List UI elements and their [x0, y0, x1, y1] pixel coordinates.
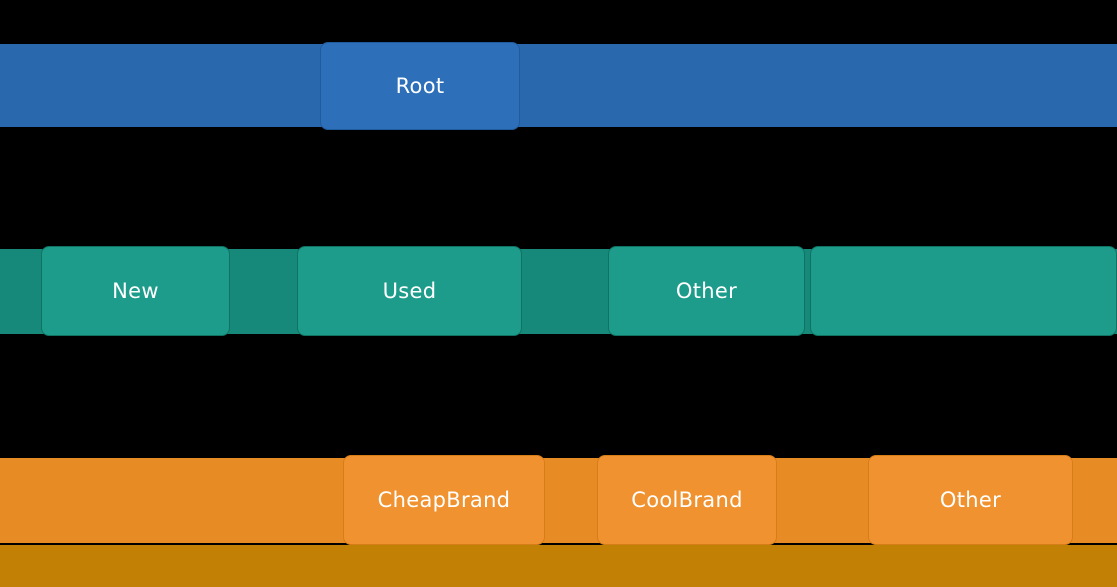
node-coolbrand-l3[interactable]: CoolBrand	[597, 455, 777, 545]
node-label: Used	[382, 279, 437, 303]
node-label: Other	[675, 279, 738, 303]
level-1-bar	[0, 44, 1117, 127]
node-unlabeled-l2[interactable]	[810, 246, 1117, 336]
node-new-l2[interactable]: New	[41, 246, 230, 336]
node-label: Root	[395, 74, 445, 98]
node-other-l3[interactable]: Other	[868, 455, 1073, 545]
node-other-l2[interactable]: Other	[608, 246, 805, 336]
node-label: Other	[939, 488, 1002, 512]
node-label: New	[112, 279, 159, 303]
node-used-l2[interactable]: Used	[297, 246, 522, 336]
node-label: CoolBrand	[631, 488, 743, 512]
level-4-clipped-bar	[0, 545, 1117, 587]
node-root-l1[interactable]: Root	[320, 42, 520, 130]
node-cheapbrand-l3[interactable]: CheapBrand	[343, 455, 545, 545]
node-label: CheapBrand	[377, 488, 511, 512]
